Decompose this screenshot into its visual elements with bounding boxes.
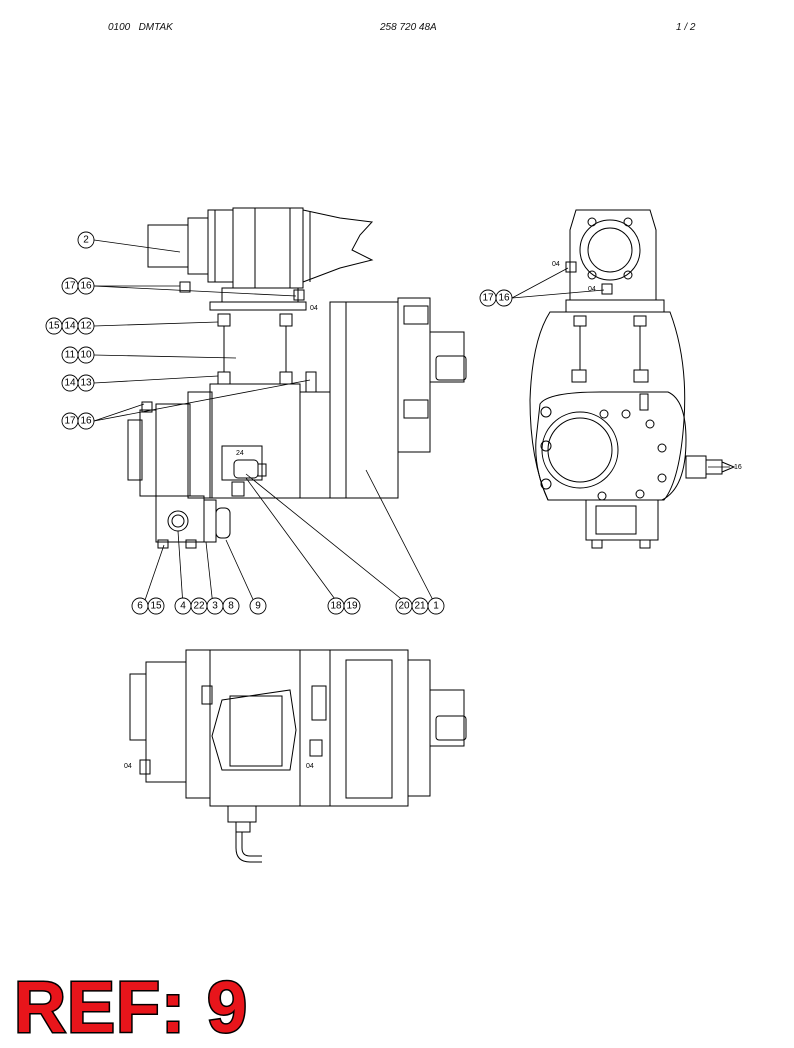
callout-label-3: 3 bbox=[212, 601, 218, 612]
callout-11-10 bbox=[61, 346, 95, 364]
callout-label-2: 2 bbox=[83, 235, 89, 246]
label-04: 04 bbox=[306, 763, 314, 770]
header-part-number: 258 720 48A bbox=[380, 22, 437, 33]
callout-label-18: 18 bbox=[330, 601, 342, 612]
leader-lines bbox=[93, 239, 730, 607]
header-left-code: 0100 DMTAK bbox=[108, 22, 173, 33]
callout-label-22: 22 bbox=[193, 601, 205, 612]
callout-label-19: 19 bbox=[346, 601, 358, 612]
label-04: 04 bbox=[552, 261, 560, 268]
callout-label-4: 4 bbox=[180, 601, 186, 612]
callout-14-13 bbox=[61, 374, 95, 392]
callout-15-14-12 bbox=[45, 317, 95, 335]
callout-label-11: 11 bbox=[65, 350, 76, 361]
callout-18-19 bbox=[327, 597, 361, 615]
callout-label-6: 6 bbox=[137, 601, 143, 612]
callout-6-15 bbox=[131, 597, 165, 615]
callout-label-1: 1 bbox=[433, 601, 439, 612]
callout-label-20: 20 bbox=[398, 601, 410, 612]
callout-label-16: 16 bbox=[80, 281, 92, 292]
callout-label-13: 13 bbox=[80, 378, 92, 389]
side-view bbox=[127, 207, 467, 549]
callout-9 bbox=[249, 597, 267, 615]
callout-17-16-c bbox=[479, 289, 513, 307]
callout-label-17: 17 bbox=[482, 293, 494, 304]
label-16: 16 bbox=[734, 464, 742, 471]
label-04: 04 bbox=[310, 305, 318, 312]
callout-label-16: 16 bbox=[498, 293, 510, 304]
front-view bbox=[529, 209, 736, 549]
callout-label-16: 16 bbox=[80, 416, 92, 427]
callout-label-12: 12 bbox=[80, 321, 92, 332]
label-04: 04 bbox=[124, 763, 132, 770]
callout-4-22-3-8 bbox=[174, 597, 240, 615]
ref-number: REF: 9 bbox=[12, 968, 249, 1048]
callout-label-15: 15 bbox=[150, 601, 162, 612]
callout-label-17: 17 bbox=[64, 281, 76, 292]
callout-label-14: 14 bbox=[64, 321, 76, 332]
label-04: 04 bbox=[588, 286, 596, 293]
top-view bbox=[129, 649, 467, 863]
label-24: 24 bbox=[236, 450, 244, 457]
callout-label-14: 14 bbox=[64, 378, 76, 389]
callout-17-16-b bbox=[61, 412, 95, 430]
callout-2 bbox=[77, 231, 95, 249]
callout-label-8: 8 bbox=[228, 601, 234, 612]
callout-label-21: 21 bbox=[414, 601, 426, 612]
callout-label-9: 9 bbox=[255, 601, 261, 612]
callout-label-15: 15 bbox=[48, 321, 60, 332]
callout-label-17: 17 bbox=[64, 416, 76, 427]
callout-17-a bbox=[61, 277, 95, 295]
callout-label-10: 10 bbox=[80, 350, 92, 361]
header-page-number: 1 / 2 bbox=[676, 22, 696, 33]
callout-20-21-1 bbox=[395, 597, 445, 615]
